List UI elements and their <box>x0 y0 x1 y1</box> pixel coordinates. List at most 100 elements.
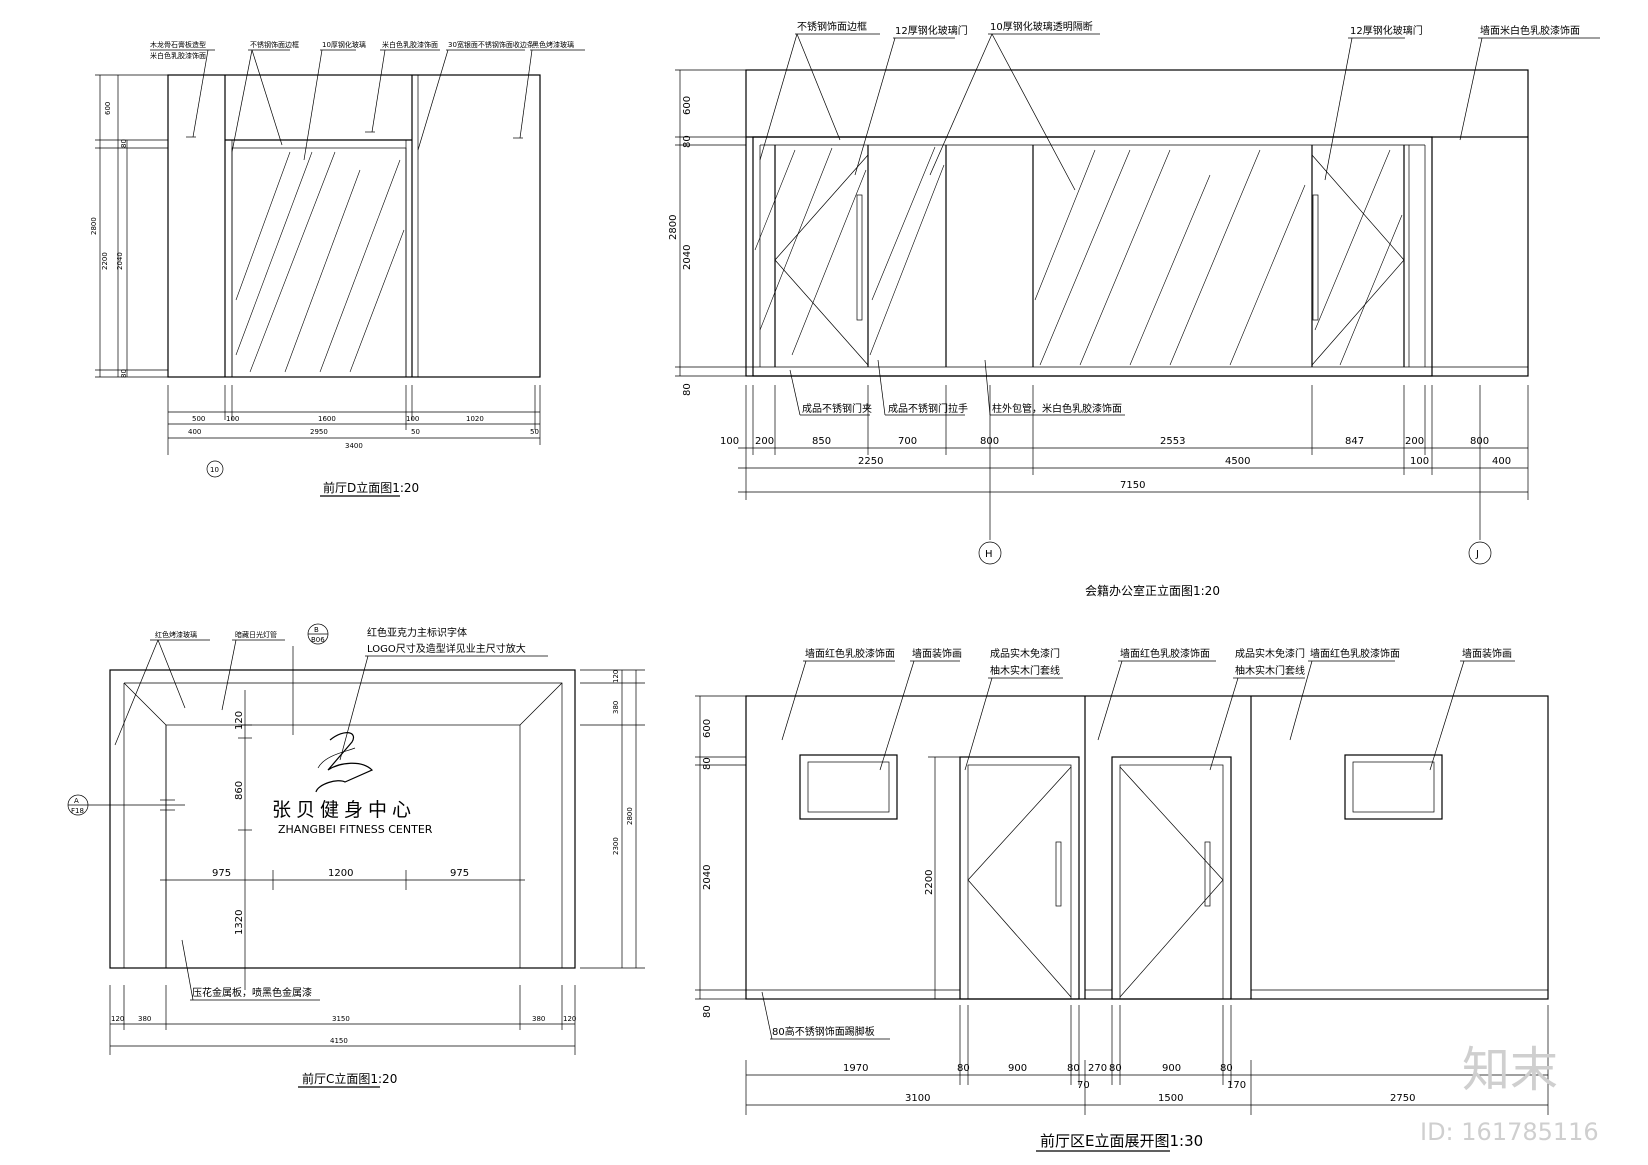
elevation-front-hall-c: 张贝健身中心 ZHANGBEI FITNESS CENTER 120 860 1… <box>67 623 645 1088</box>
note-d-6: 柚木实木门套线 <box>1235 664 1305 677</box>
note-d-5: 成品实木免漆门 <box>1235 647 1305 660</box>
vdim-a-0: 600 <box>104 102 112 115</box>
hdim-d-1-5: 80 <box>1109 1063 1122 1074</box>
hdim-d-2-4: 2750 <box>1390 1093 1415 1104</box>
note-d-2: 成品实木免漆门 <box>990 647 1060 660</box>
elevation-front-hall-e-unfolded: 600 80 2040 80 2200 墙面红色乳胶漆饰面 墙面装饰画 成品实木… <box>695 647 1549 1152</box>
title-view-d: 前厅区E立面展开图1:30 <box>1040 1132 1203 1150</box>
note-a-4: 米白色乳胶漆饰面 <box>382 40 438 49</box>
vdim-b-1: 80 <box>682 135 693 148</box>
note-a-1: 米白色乳胶漆饰面 <box>150 51 206 60</box>
inner-dim-2: 1320 <box>234 910 245 935</box>
glass-hatch-a <box>235 151 405 373</box>
bottom-note-c: 压花金属板，喷黑色金属漆 <box>192 986 312 999</box>
painting-1 <box>799 754 898 820</box>
bnote-b-0: 成品不锈钢门夹 <box>802 402 872 415</box>
door-2 <box>1111 756 1232 1000</box>
rdim-c-0: 120 <box>612 670 620 683</box>
rdim-c-3: 2800 <box>626 807 634 825</box>
hdim-a-2-3: 50 <box>530 428 539 436</box>
inner-dim-3: 975 <box>212 868 231 879</box>
hdim-d-2-3: 170 <box>1227 1080 1246 1091</box>
vdim-b-0: 600 <box>682 96 693 115</box>
rdim-c-2: 2300 <box>612 837 620 855</box>
hdim-d-1-6: 900 <box>1162 1063 1181 1074</box>
hdim-a-1-1: 100 <box>226 415 239 423</box>
note-d-7: 墙面红色乳胶漆饰面 <box>1310 647 1400 660</box>
note-b-3: 12厚钢化玻璃门 <box>1350 24 1423 37</box>
vdim-a-3: 2200 <box>101 252 109 270</box>
inner-dim-5: 975 <box>450 868 469 879</box>
bnote-b-2: 柱外包管，米白色乳胶漆饰面 <box>992 402 1122 415</box>
note-d-3: 柚木实木门套线 <box>990 664 1060 677</box>
watermark: 知末 ID: 161785116 <box>1420 1042 1599 1146</box>
section-a-sub: F18 <box>71 807 84 815</box>
vdim-a-2: 2800 <box>90 217 98 235</box>
hdim-b-1-4: 800 <box>980 436 999 447</box>
axis-b-0: H <box>985 549 993 560</box>
logo-cn: 张贝健身中心 <box>272 799 416 821</box>
section-a: A <box>74 797 79 805</box>
vdim-b-2: 2800 <box>668 215 679 240</box>
note-d-1: 墙面装饰画 <box>912 647 962 660</box>
hdim-b-1-6: 847 <box>1345 436 1364 447</box>
inner-dim-1: 860 <box>234 781 245 800</box>
hdim-d-1-3: 80 <box>1067 1063 1080 1074</box>
axis-a: 10 <box>210 466 219 474</box>
bnote-b-1: 成品不锈钢门拉手 <box>888 402 968 415</box>
hdim-a-2-1: 2950 <box>310 428 328 436</box>
hdim-d-1-7: 80 <box>1220 1063 1233 1074</box>
title-view-a: 前厅D立面图1:20 <box>323 480 419 495</box>
logo-note-1: 红色亚克力主标识字体 <box>367 626 467 639</box>
hdim-a-1-3: 100 <box>406 415 419 423</box>
total-a: 3400 <box>345 442 363 450</box>
note-a-2: 不锈钢饰面边框 <box>250 40 299 49</box>
vdim-d-0: 600 <box>702 719 713 738</box>
elevation-front-hall-d: 600 80 2800 2200 2040 80 木龙骨石膏板造型 米白色乳胶漆… <box>90 40 585 497</box>
hdim-a-2-2: 50 <box>411 428 420 436</box>
note-a-6: 黑色烤漆玻璃 <box>532 40 574 49</box>
bottom-notes-view-b: 成品不锈钢门夹 成品不锈钢门拉手 柱外包管，米白色乳胶漆饰面 <box>789 359 1125 416</box>
note-a-3: 10厚钢化玻璃 <box>322 40 366 49</box>
note-a-5: 30宽银面不锈钢饰面收边条 <box>448 40 534 49</box>
hdim-d-1-1: 80 <box>957 1063 970 1074</box>
note-b-1: 12厚钢化玻璃门 <box>895 24 968 37</box>
hdim-d-2-2: 1500 <box>1158 1093 1183 1104</box>
painting-2 <box>1344 754 1443 820</box>
inner-dim-4: 1200 <box>328 868 353 879</box>
notes-view-c: 红色烤漆玻璃 暗藏日光灯管 红色亚克力主标识字体 LOGO尺寸及造型详见业主尺寸… <box>67 623 548 1001</box>
hdim-c-2: 3150 <box>332 1015 350 1023</box>
door-height: 2200 <box>924 870 935 895</box>
hdim-d-2-1: 70 <box>1077 1080 1090 1091</box>
hdim-a-1-4: 1020 <box>466 415 484 423</box>
hdim-b-2-1: 4500 <box>1225 456 1250 467</box>
notes-view-a: 木龙骨石膏板造型 米白色乳胶漆饰面 不锈钢饰面边框 10厚钢化玻璃 米白色乳胶漆… <box>150 40 585 161</box>
hdim-b-1-1: 200 <box>755 436 774 447</box>
note-a-0: 木龙骨石膏板造型 <box>150 40 206 49</box>
section-b: B <box>314 626 319 634</box>
hdim-b-1-5: 2553 <box>1160 436 1185 447</box>
note-d-8: 墙面装饰画 <box>1462 647 1512 660</box>
watermark-logo: 知末 <box>1462 1042 1558 1098</box>
hdim-b-1-8: 800 <box>1470 436 1489 447</box>
hdim-b-1-3: 700 <box>898 436 917 447</box>
hdim-c-1: 380 <box>138 1015 151 1023</box>
hdim-a-2-0: 400 <box>188 428 201 436</box>
vdim-a-1: 80 <box>120 139 128 148</box>
vdim-d-3: 80 <box>702 1005 713 1018</box>
note-b-0: 不锈钢饰面边框 <box>797 20 867 33</box>
total-c: 4150 <box>330 1037 348 1045</box>
vdim-d-1: 80 <box>702 757 713 770</box>
vdim-b-3: 2040 <box>682 245 693 270</box>
note-c-0: 红色烤漆玻璃 <box>155 630 197 639</box>
hdim-d-1-4: 270 <box>1088 1063 1107 1074</box>
note-c-1: 暗藏日光灯管 <box>235 630 277 639</box>
inner-dim-0: 120 <box>234 711 245 730</box>
section-b-sub: B06 <box>311 636 325 644</box>
hdim-a-1-0: 500 <box>192 415 205 423</box>
hdim-c-4: 120 <box>563 1015 576 1023</box>
hdim-b-2-3: 400 <box>1492 456 1511 467</box>
note-d-0: 墙面红色乳胶漆饰面 <box>805 647 895 660</box>
hdim-b-1-2: 850 <box>812 436 831 447</box>
